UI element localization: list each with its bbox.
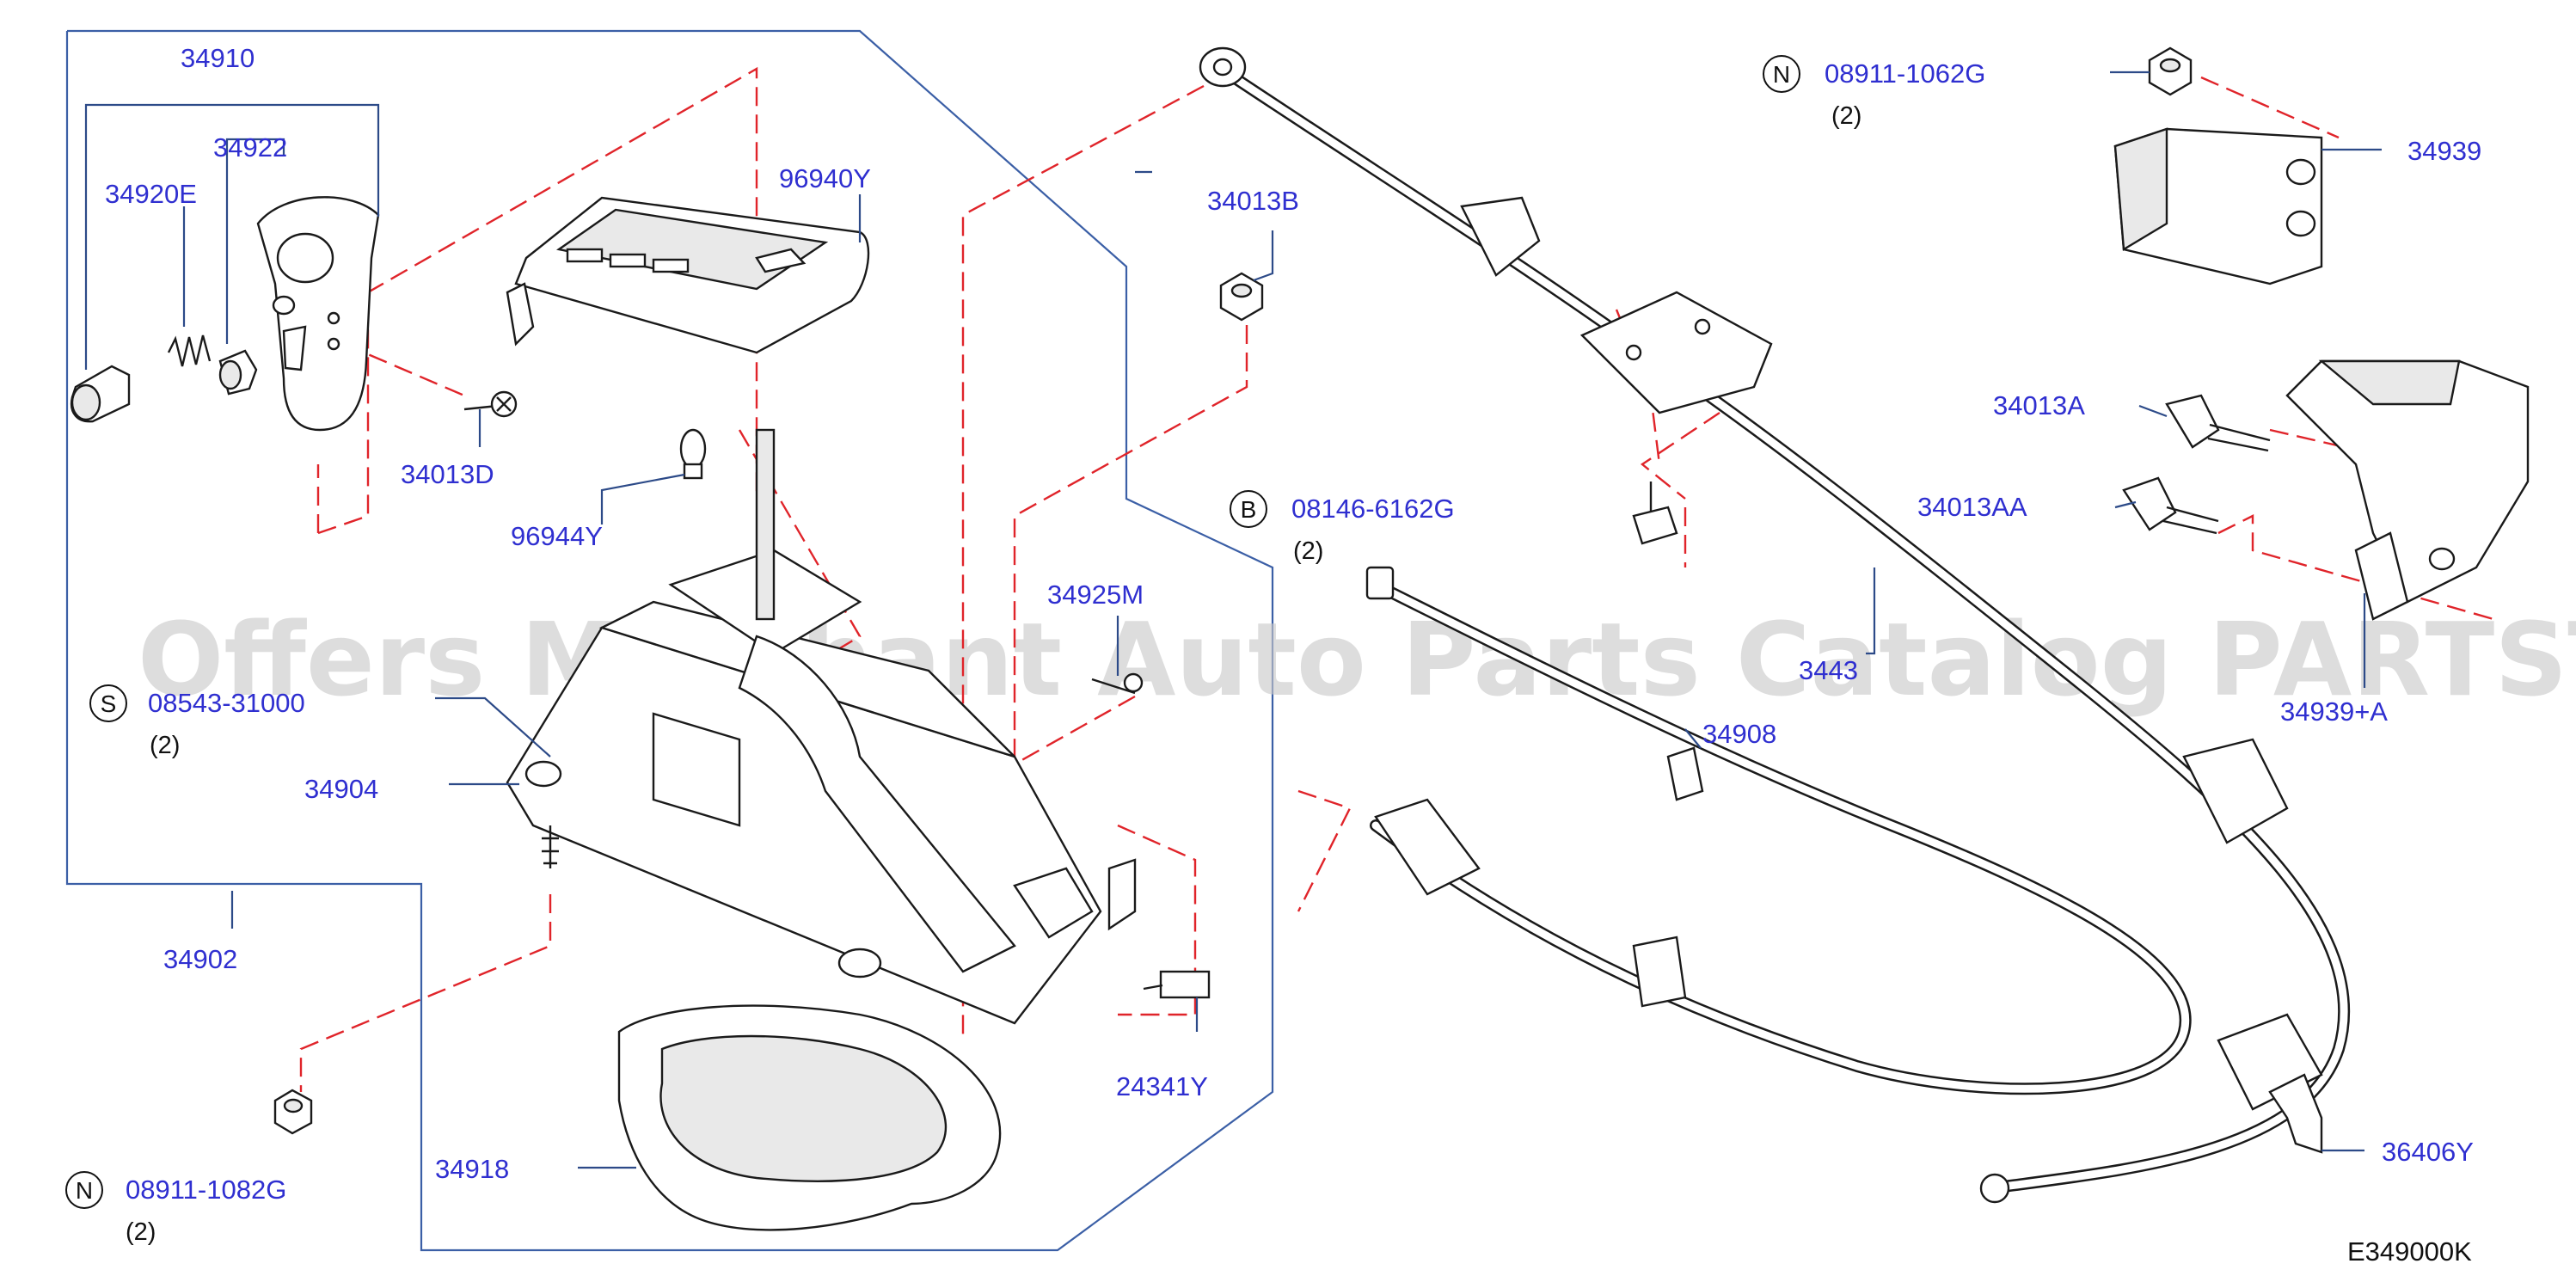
knob-spring [167,334,212,367]
bolt-34013A [2165,394,2271,452]
screw-34013D [463,390,518,418]
label-96940Y[interactable]: 96940Y [779,163,871,193]
label-34922[interactable]: 34922 [213,132,287,163]
shifter-base [506,428,1137,1025]
clip-36406Y [2268,1073,2323,1154]
label-08911-1082G[interactable]: 08911-1082G [126,1175,286,1205]
bracket-34939A [2285,359,2530,621]
label-08146-6162G[interactable]: 08146-6162G [1291,494,1455,524]
screw-34925M [1091,672,1144,695]
label-34013D[interactable]: 34013D [401,459,494,489]
label-34902[interactable]: 34902 [163,944,237,974]
label-24341Y[interactable]: 24341Y [1116,1071,1208,1101]
label-34013AA[interactable]: 34013AA [1917,492,2027,522]
label-96944Y[interactable]: 96944Y [511,521,603,551]
label-34013A[interactable]: 34013A [1993,390,2085,420]
watermark: Offers Merchant Auto Parts Catalog PARTS… [138,600,2576,719]
label-34918[interactable]: 34918 [435,1154,509,1184]
selector-cable [1365,566,2192,1095]
label-34910[interactable]: 34910 [181,43,255,73]
nut-08911-1062G [2148,46,2193,96]
bolt-34013AA [2122,476,2219,535]
knob-button [70,365,131,423]
bracket-34939 [2113,127,2323,285]
figure-code: E349000K [2347,1236,2472,1267]
qty-08911-1082G: (2) [126,1218,156,1246]
bolt-08146 [1632,482,1678,545]
label-34925M[interactable]: 34925M [1047,580,1144,610]
nut-08911-1082G [273,1089,313,1135]
label-34939[interactable]: 34939 [2407,136,2481,166]
label-36406Y[interactable]: 36406Y [2382,1137,2474,1167]
leader-lines [84,71,2382,1169]
svg-text:S: S [101,690,117,717]
label-34904[interactable]: 34904 [304,774,378,804]
qty-08543-31000: (2) [150,732,180,759]
indicator-panel [506,196,870,354]
label-34908[interactable]: 34908 [1702,719,1776,749]
connector-24341Y [1143,970,1211,999]
label-34939-plus-a[interactable]: 34939+A [2280,696,2388,727]
bulb-96944Y [679,428,707,480]
badge-n-top: N [1763,55,1800,93]
badge-s-left: S [89,684,127,722]
badge-b-mid: B [1230,490,1267,528]
badge-n-bottom: N [65,1171,103,1209]
knob-insert [218,349,258,396]
label-3443[interactable]: 3443 [1799,655,1858,685]
nut-34013B [1219,272,1264,322]
label-08911-1062G[interactable]: 08911-1062G [1825,58,1985,89]
svg-text:N: N [1773,61,1790,88]
bolt-08543 [542,825,559,868]
qty-08911-1062G: (2) [1831,102,1861,130]
svg-text:B: B [1241,496,1257,523]
assembly-frame [65,29,1274,1252]
label-34920E[interactable]: 34920E [105,179,197,209]
label-08543-31000[interactable]: 08543-31000 [148,688,305,718]
label-34013B[interactable]: 34013B [1207,186,1299,216]
shift-knob [256,196,380,432]
qty-08146-6162G: (2) [1293,537,1323,565]
svg-text:N: N [76,1177,93,1204]
shift-boot [617,1004,1002,1231]
